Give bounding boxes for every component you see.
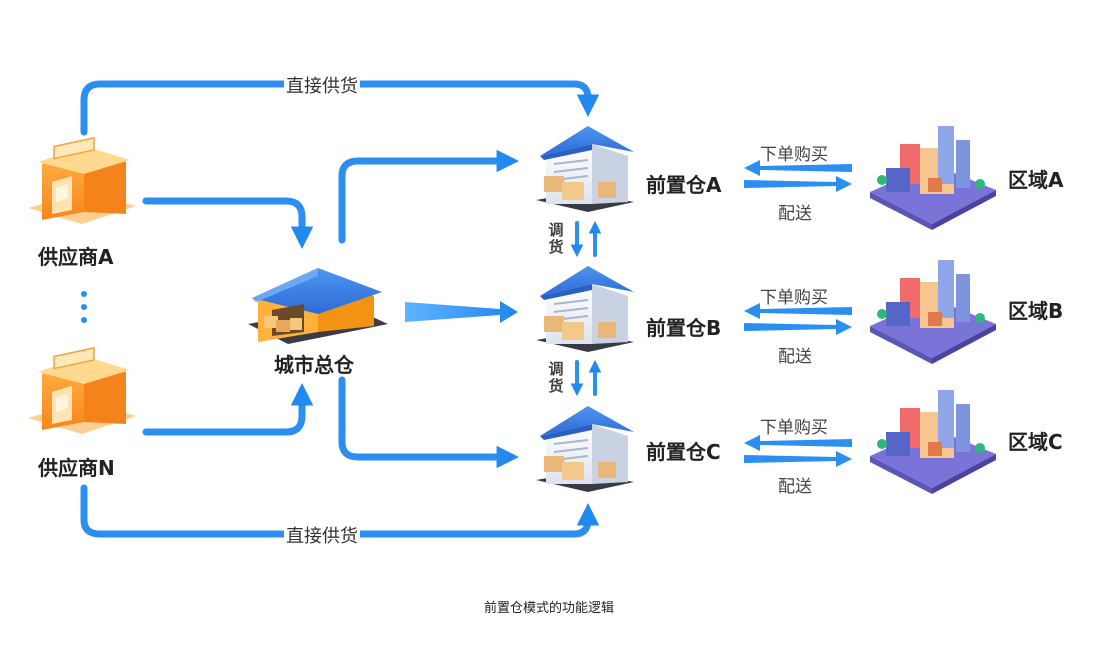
- supplier-n-store-icon: [28, 347, 136, 434]
- supplier-a-label: 供应商A: [38, 245, 114, 269]
- delivery-arrow-a: [744, 176, 852, 192]
- ellipsis-dots-icon: [81, 291, 87, 323]
- delivery-arrow-b: [744, 319, 852, 335]
- direct-supply-bottom-label: 直接供货: [284, 522, 360, 548]
- region-b-label: 区域B: [1008, 299, 1064, 323]
- front-warehouse-a-icon: [536, 126, 634, 212]
- order-label-b: 下单购买: [760, 288, 828, 308]
- transfer-label-bottom: 调货: [548, 360, 564, 395]
- delivery-label-a: 配送: [778, 204, 812, 224]
- city-to-front-c-arrow: [338, 376, 519, 469]
- city-warehouse-icon: [248, 268, 388, 344]
- figure-caption: 前置仓模式的功能逻辑: [483, 601, 614, 616]
- region-a-label: 区域A: [1008, 168, 1064, 192]
- delivery-label-c: 配送: [778, 477, 812, 497]
- transfer-label-top: 调货: [548, 221, 564, 256]
- delivery-arrow-c: [744, 451, 852, 467]
- direct-supply-top-label: 直接供货: [284, 72, 360, 98]
- order-arrow-a: [744, 160, 852, 176]
- city-to-front-b-arrow: [405, 301, 518, 323]
- supplier-a-to-city-arrow: [142, 197, 314, 249]
- order-label-c: 下单购买: [760, 418, 828, 438]
- front-warehouse-b-icon: [536, 266, 634, 352]
- city-to-front-a-arrow: [338, 149, 519, 244]
- order-arrow-c: [744, 435, 852, 451]
- front-warehouse-b-label: 前置仓B: [646, 316, 722, 340]
- supplier-n-to-city-arrow: [142, 383, 314, 436]
- front-warehouse-c-label: 前置仓C: [646, 440, 721, 464]
- supplier-a-store-icon: [28, 137, 136, 224]
- order-label-a: 下单购买: [760, 145, 828, 165]
- delivery-label-b: 配送: [778, 347, 812, 367]
- supplier-n-label: 供应商N: [38, 456, 115, 480]
- front-warehouse-a-label: 前置仓A: [646, 173, 722, 197]
- region-c-city-icon: [870, 390, 996, 494]
- front-warehouse-c-icon: [536, 406, 634, 492]
- region-a-city-icon: [870, 126, 996, 230]
- city-warehouse-label: 城市总仓: [274, 353, 354, 377]
- order-arrow-b: [744, 303, 852, 319]
- region-b-city-icon: [870, 260, 996, 364]
- region-c-label: 区域C: [1008, 430, 1063, 454]
